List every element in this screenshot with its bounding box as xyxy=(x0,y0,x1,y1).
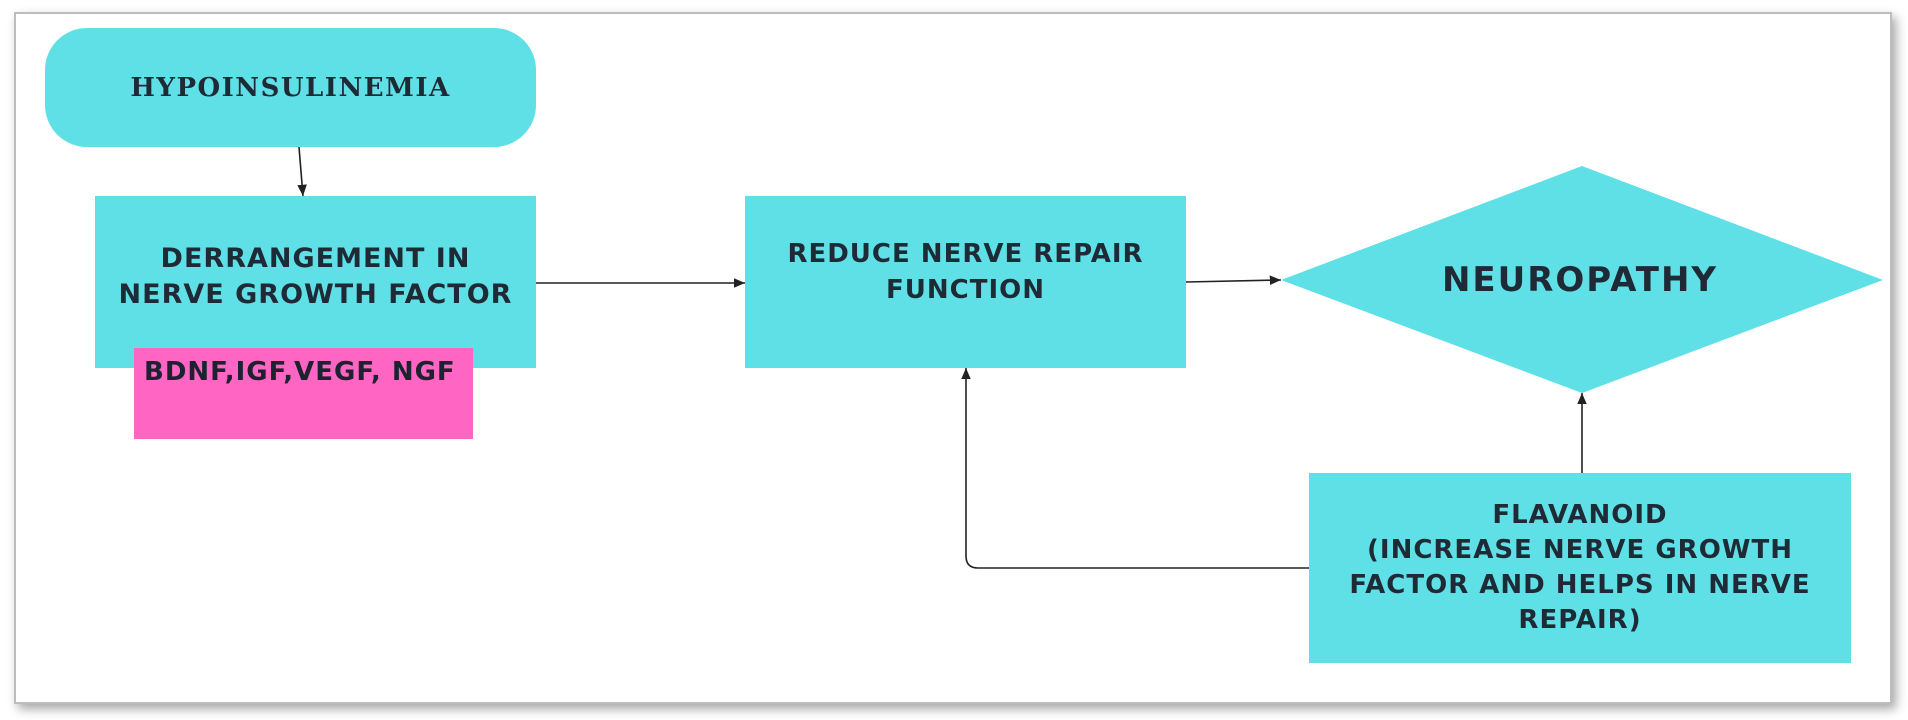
node-neuropathy-label: NEUROPATHY xyxy=(1441,260,1719,300)
node-nerve-growth-factor-derangement: DERRANGEMENT IN NERVE GROWTH FACTOR xyxy=(95,196,536,368)
node-flavanoid: FLAVANOID (INCREASE NERVE GROWTH FACTOR … xyxy=(1309,473,1851,663)
node-growth-factors-list: BDNF,IGF,VEGF, NGF xyxy=(134,348,473,439)
node-reduce-nerve-repair: REDUCE NERVE REPAIR FUNCTION xyxy=(745,196,1186,368)
node-hypoinsulinemia: HYPOINSULINEMIA xyxy=(45,28,536,147)
